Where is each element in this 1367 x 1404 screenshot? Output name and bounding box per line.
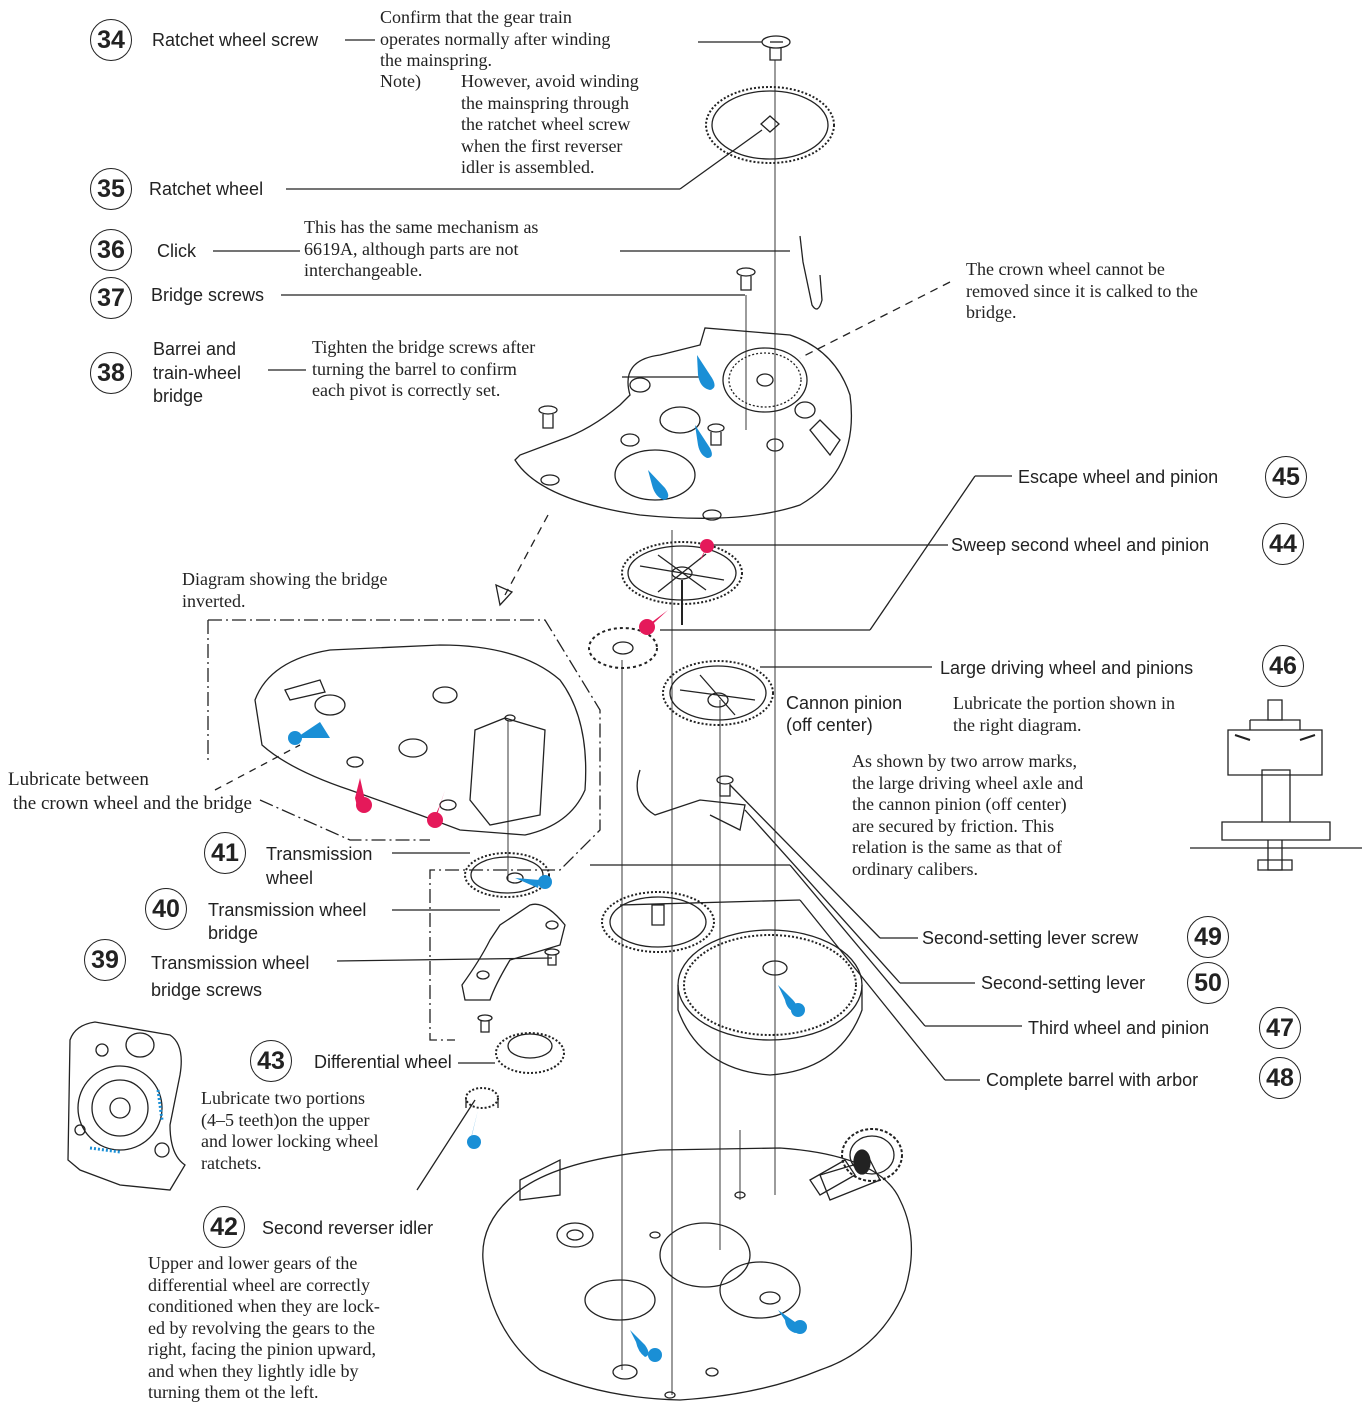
note-line: the right diagram. — [953, 714, 1082, 735]
label-line: train-wheel — [153, 362, 242, 383]
note-line: 6619A, although parts are not — [304, 238, 519, 259]
label-line: Transmission — [266, 844, 373, 864]
label-line: bridge screws — [151, 980, 263, 1000]
label-cannon-pinion: Cannon pinion (off center) — [786, 692, 902, 736]
note-lubricate-right-diagram: Lubricate the portion shown in the right… — [953, 693, 1261, 736]
note-line: Lubricate two portions — [201, 1088, 365, 1108]
callout-38: 38 — [90, 352, 132, 394]
note-line: turning the barrel to confirm — [312, 358, 517, 379]
label-sweep-second-wheel: Sweep second wheel and pinion — [951, 535, 1210, 555]
note-line: idler is assembled. — [461, 157, 595, 177]
note-line: Lubricate the portion shown in — [953, 693, 1175, 713]
callout-34: 34 — [90, 19, 132, 61]
label-ratchet-wheel: Ratchet wheel — [149, 179, 264, 199]
note-differential-gears: Upper and lower gears of the differentia… — [148, 1253, 455, 1404]
note-line: operates normally after winding — [380, 28, 611, 49]
note-line: differential wheel are correctly — [148, 1274, 371, 1295]
label-line: Transmission wheel — [208, 900, 367, 920]
note-line: ed by revolving the gears to the — [148, 1317, 375, 1338]
callout-41: 41 — [204, 832, 246, 874]
note-friction-arrows: As shown by two arrow marks, the large d… — [852, 751, 1159, 880]
note-crown-wheel: The crown wheel cannot be removed since … — [966, 259, 1274, 324]
label-ratchet-wheel-screw: Ratchet wheel screw — [152, 30, 319, 50]
label-line: bridge — [208, 923, 259, 943]
note-line: Confirm that the gear train — [380, 7, 572, 27]
note-line: interchangeable. — [304, 260, 423, 280]
callout-40: 40 — [145, 888, 187, 930]
note-line: when the first reverser — [461, 135, 623, 156]
callout-45: 45 — [1265, 456, 1307, 498]
note-avoid-winding: However, avoid winding the mainspring th… — [461, 71, 688, 179]
callout-36: 36 — [90, 229, 132, 271]
label-barrel-train-wheel-bridge: Barrei and train-wheel bridge — [153, 338, 241, 409]
note-line: turning them ot the left. — [148, 1382, 319, 1402]
note-lubricate-locking-ratchets: Lubricate two portions (4–5 teeth)on the… — [201, 1088, 441, 1174]
label-second-reverser-idler: Second reverser idler — [262, 1218, 434, 1238]
label-click: Click — [157, 241, 196, 261]
note-tighten-bridge-screws: Tighten the bridge screws after turning … — [312, 337, 622, 402]
note-confirm-gear-train: Confirm that the gear train operates nor… — [380, 7, 688, 72]
note-lubricate-crown-wheel: Lubricate between the crown wheel and th… — [8, 768, 318, 816]
note-line: Tighten the bridge screws after — [312, 337, 536, 357]
note-prefix: Note) — [380, 71, 421, 91]
note-line: inverted. — [182, 590, 246, 611]
note-click-mechanism: This has the same mechanism as 6619A, al… — [304, 217, 614, 282]
note-line: As shown by two arrow marks, — [852, 751, 1077, 771]
label-line: (off center) — [786, 715, 873, 735]
label-line: Barrei and — [153, 339, 237, 359]
note-line: the mainspring through — [461, 92, 629, 113]
note-line: bridge. — [966, 302, 1017, 322]
callout-39: 39 — [84, 939, 126, 981]
note-line: This has the same mechanism as — [304, 217, 539, 237]
note-line: the mainspring. — [380, 50, 492, 70]
label-transmission-wheel-bridge-screws: Transmission wheel bridge screws — [151, 950, 309, 1004]
label-line: Cannon pinion — [786, 693, 903, 713]
label-line: Transmission wheel — [151, 953, 310, 973]
note-line: right, facing the pinion upward, — [148, 1339, 376, 1359]
note-line: However, avoid winding — [461, 71, 639, 91]
callout-42: 42 — [203, 1206, 245, 1248]
label-escape-wheel: Escape wheel and pinion — [1018, 467, 1219, 487]
note-line: each pivot is correctly set. — [312, 380, 501, 400]
label-line: bridge — [153, 386, 204, 406]
note-line: ordinary calibers. — [852, 858, 978, 879]
label-differential-wheel: Differential wheel — [314, 1052, 452, 1072]
note-line: ratchets. — [201, 1152, 262, 1173]
callout-46: 46 — [1262, 645, 1304, 687]
callout-37: 37 — [90, 277, 132, 319]
callout-44: 44 — [1262, 523, 1304, 565]
callout-48: 48 — [1259, 1057, 1301, 1099]
note-line: the crown wheel and the bridge — [13, 793, 252, 814]
note-line: relation is the same as that of — [852, 837, 1062, 857]
note-line: (4–5 teeth)on the upper — [201, 1109, 370, 1130]
label-large-driving-wheel: Large driving wheel and pinions — [940, 658, 1194, 678]
note-line: removed since it is calked to the — [966, 280, 1198, 301]
label-transmission-wheel: Transmission wheel — [266, 842, 372, 890]
label-line: wheel — [266, 868, 314, 888]
callout-47: 47 — [1259, 1007, 1301, 1049]
note-line: are secured by friction. This — [852, 815, 1055, 836]
callout-35: 35 — [90, 168, 132, 210]
label-bridge-screws: Bridge screws — [151, 285, 265, 305]
note-line: Lubricate between — [8, 769, 149, 790]
callout-49: 49 — [1187, 916, 1229, 958]
note-line: Diagram showing the bridge — [182, 569, 388, 589]
note-line: the cannon pinion (off center) — [852, 794, 1067, 814]
note-diagram-inverted: Diagram showing the bridge inverted. — [182, 569, 490, 612]
note-line: the large driving wheel axle and — [852, 772, 1084, 793]
note-line: The crown wheel cannot be — [966, 259, 1165, 279]
callout-43: 43 — [250, 1040, 292, 1082]
label-transmission-wheel-bridge: Transmission wheel bridge — [208, 899, 366, 945]
label-second-setting-lever-screw: Second-setting lever screw — [922, 928, 1139, 948]
callout-50: 50 — [1187, 962, 1229, 1004]
note-line: and when they lightly idle by — [148, 1360, 359, 1381]
label-complete-barrel: Complete barrel with arbor — [986, 1070, 1199, 1090]
label-third-wheel: Third wheel and pinion — [1028, 1018, 1210, 1038]
note-line: the ratchet wheel screw — [461, 114, 631, 134]
note-line: Upper and lower gears of the — [148, 1253, 358, 1273]
label-second-setting-lever: Second-setting lever — [981, 973, 1146, 993]
note-line: and lower locking wheel — [201, 1131, 379, 1151]
note-line: conditioned when they are lock- — [148, 1296, 380, 1316]
